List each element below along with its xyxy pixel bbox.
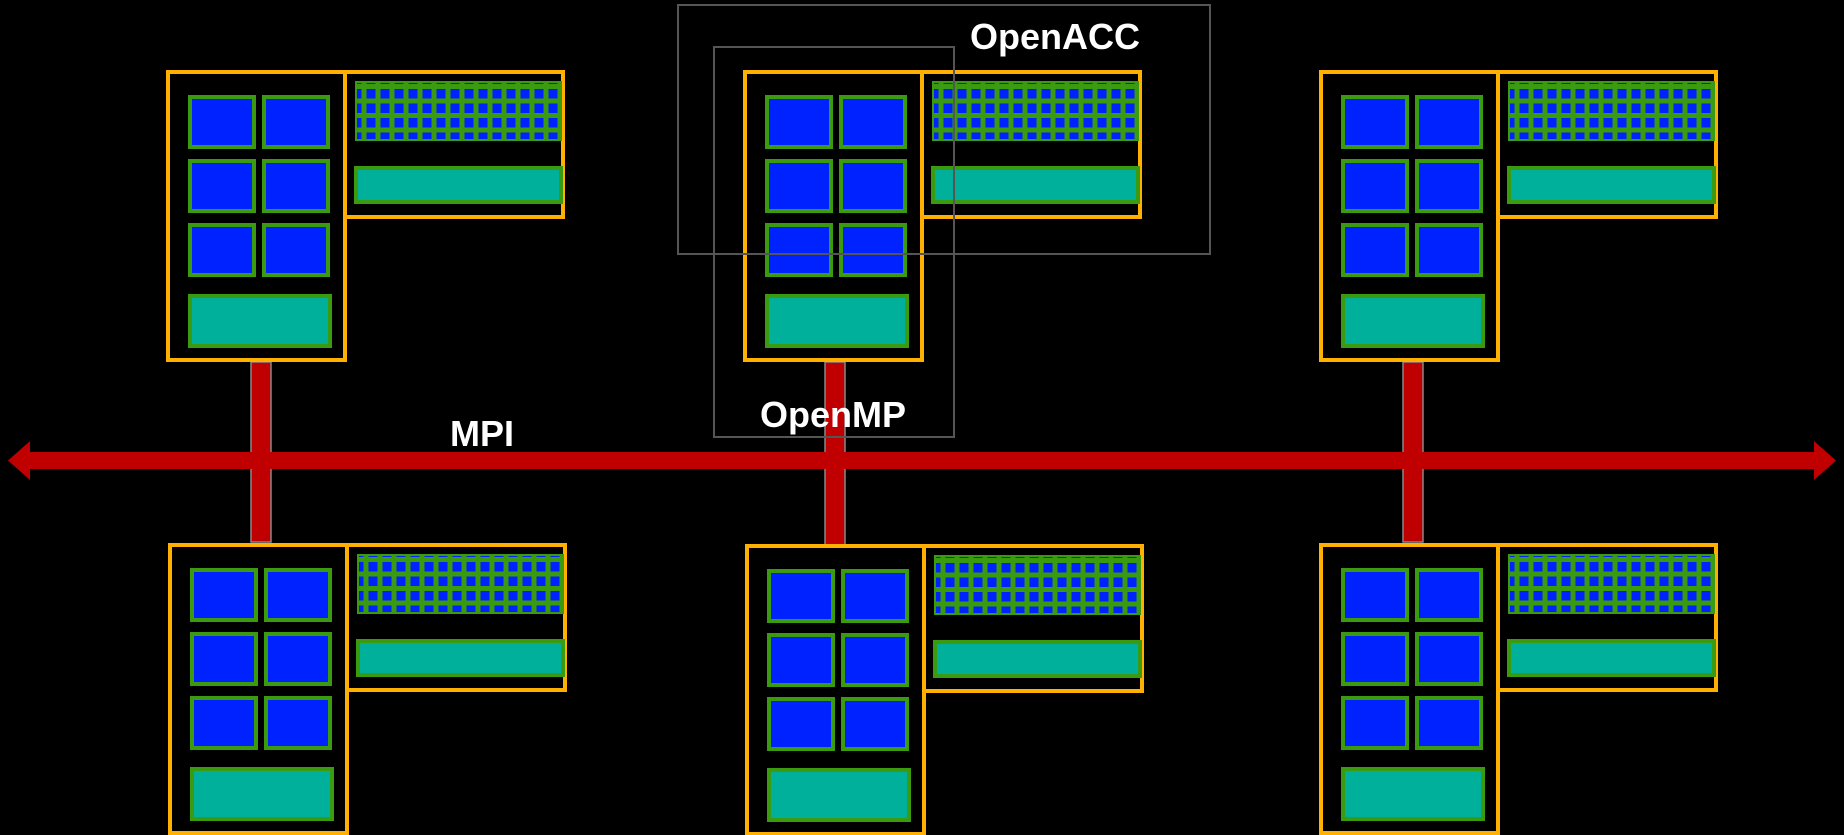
- cpu-core-icon: [765, 95, 833, 149]
- gpu-memory-block: [1507, 639, 1716, 677]
- cpu-core-icon: [839, 159, 907, 213]
- gpu-memory-block: [356, 639, 565, 677]
- mpi-bus-line: [26, 452, 1818, 469]
- compute-node: [745, 544, 1144, 835]
- cpu-core-icon: [1341, 568, 1409, 622]
- mpi-arrowhead-left: [8, 441, 30, 480]
- cpu-core-icon: [1341, 159, 1409, 213]
- gpu-memory-block: [933, 640, 1142, 678]
- gpu-cores-grid: [932, 81, 1139, 141]
- cpu-core-icon: [262, 159, 330, 213]
- cpu-core-icon: [765, 223, 833, 277]
- openmp-region: [713, 46, 955, 438]
- gpu-cores-grid: [1508, 81, 1715, 141]
- cpu-core-icon: [190, 632, 258, 686]
- cpu-core-icon: [767, 697, 835, 751]
- compute-node: [166, 70, 565, 362]
- cpu-core-icon: [1415, 223, 1483, 277]
- cpu-core-icon: [1341, 632, 1409, 686]
- compute-node: [1319, 543, 1718, 835]
- cpu-core-icon: [188, 95, 256, 149]
- cpu-core-icon: [264, 568, 332, 622]
- cpu-core-icon: [841, 697, 909, 751]
- cpu-memory-block: [190, 767, 334, 821]
- cpu-memory-block: [1341, 767, 1485, 821]
- compute-node: [1319, 70, 1718, 362]
- cpu-core-icon: [264, 696, 332, 750]
- cpu-core-icon: [1341, 223, 1409, 277]
- cpu-memory-block: [1341, 294, 1485, 348]
- gpu-memory-block: [354, 166, 563, 204]
- cpu-core-icon: [841, 633, 909, 687]
- compute-node: [743, 70, 1142, 362]
- mpi-arrowhead-right: [1814, 441, 1836, 480]
- cpu-memory-block: [188, 294, 332, 348]
- cpu-core-icon: [1415, 95, 1483, 149]
- openmp-label: OpenMP: [760, 394, 906, 435]
- cpu-core-icon: [765, 159, 833, 213]
- openacc-label: OpenACC: [970, 16, 1140, 57]
- compute-node: [168, 543, 567, 835]
- cpu-core-icon: [1415, 696, 1483, 750]
- cpu-core-icon: [1415, 568, 1483, 622]
- gpu-cores-grid: [355, 81, 562, 141]
- cpu-core-icon: [262, 223, 330, 277]
- cpu-memory-block: [767, 768, 911, 822]
- mpi-label: MPI: [450, 413, 514, 454]
- openacc-region: [677, 4, 1211, 255]
- cpu-core-icon: [190, 696, 258, 750]
- compute-nodes: [166, 70, 1718, 835]
- gpu-cores-grid: [934, 555, 1141, 615]
- gpu-memory-block: [931, 166, 1140, 204]
- cpu-core-icon: [1415, 159, 1483, 213]
- cpu-core-icon: [190, 568, 258, 622]
- cpu-core-icon: [1415, 632, 1483, 686]
- cpu-core-icon: [841, 569, 909, 623]
- mpi-arrow: [8, 441, 1836, 480]
- cpu-core-icon: [188, 159, 256, 213]
- cpu-core-icon: [264, 632, 332, 686]
- cpu-core-icon: [767, 569, 835, 623]
- cpu-core-icon: [839, 95, 907, 149]
- cpu-core-icon: [1341, 696, 1409, 750]
- cpu-core-icon: [839, 223, 907, 277]
- cpu-core-icon: [767, 633, 835, 687]
- cpu-core-icon: [188, 223, 256, 277]
- cpu-core-icon: [1341, 95, 1409, 149]
- gpu-cores-grid: [1508, 554, 1715, 614]
- openacc-region-box: [677, 4, 1211, 255]
- cpu-core-icon: [262, 95, 330, 149]
- cpu-memory-block: [765, 294, 909, 348]
- openmp-region-box: [713, 46, 955, 438]
- gpu-memory-block: [1507, 166, 1716, 204]
- gpu-cores-grid: [357, 554, 564, 614]
